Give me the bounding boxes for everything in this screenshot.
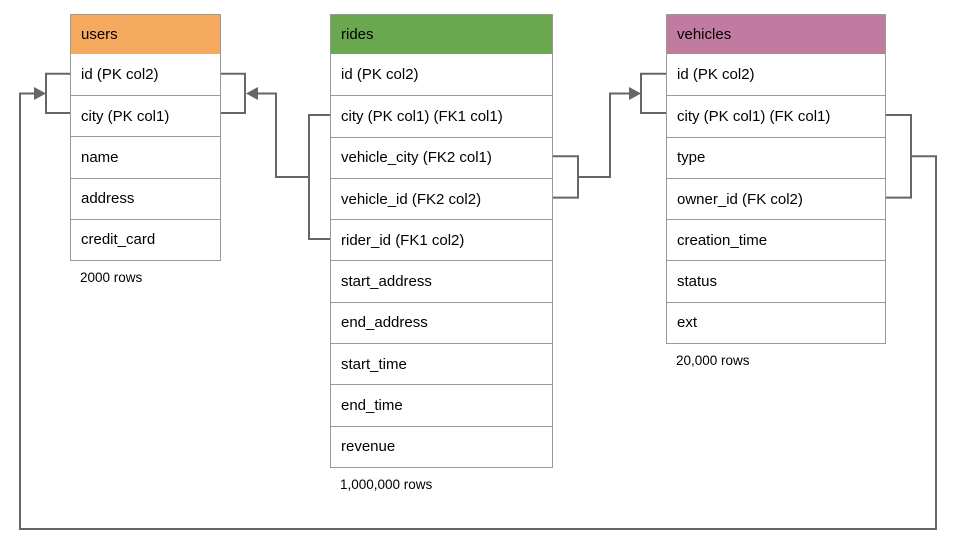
column-row: id (PK col2)	[81, 66, 159, 84]
column-row: id (PK col2)	[677, 66, 755, 84]
column-row: name	[71, 136, 220, 177]
users-table: users id (PK col2) city (PK col1) name a…	[70, 14, 221, 285]
users-left-bracket	[45, 72, 70, 114]
column-row: status	[667, 260, 885, 301]
vehicles-table-header: vehicles	[667, 15, 885, 54]
rides-left-bracket	[308, 114, 330, 240]
users-right-bracket	[221, 72, 246, 114]
row-count-label: 2000 rows	[80, 269, 143, 285]
column-row: owner_id (FK col2)	[667, 177, 885, 219]
rides-right-bracket	[553, 155, 579, 199]
users-table-header: users	[71, 15, 220, 54]
vehicles-left-bracket	[640, 72, 666, 114]
column-row: vehicle_id (FK2 col2)	[331, 177, 552, 219]
column-row: address	[71, 177, 220, 219]
column-row: revenue	[331, 425, 552, 467]
row-count-label: 1,000,000 rows	[340, 476, 433, 492]
arrowhead-icon	[629, 87, 641, 100]
column-row: start_address	[331, 260, 552, 301]
fk-connector-line	[19, 92, 937, 530]
fk2-connector-line	[578, 92, 629, 178]
fk1-connector-line	[258, 92, 309, 178]
column-row: credit_card	[71, 218, 220, 260]
column-row: city (PK col1)	[71, 95, 220, 136]
column-row: vehicle_city (FK2 col1)	[331, 136, 552, 178]
arrowhead-icon	[34, 87, 46, 100]
arrowhead-icon	[246, 87, 258, 100]
column-row: city (PK col1) (FK1 col1)	[331, 95, 552, 136]
column-row: start_time	[331, 343, 552, 384]
column-row: creation_time	[667, 219, 885, 260]
row-count-label: 20,000 rows	[676, 353, 750, 369]
fk1-connector-rides-to-users	[221, 72, 330, 240]
column-row: end_time	[331, 384, 552, 425]
vehicles-table: vehicles id (PK col2) city (PK col1) (FK…	[666, 14, 886, 368]
vehicles-right-bracket	[886, 114, 912, 199]
column-row: rider_id (FK1 col2)	[331, 219, 552, 260]
fk2-connector-rides-to-vehicles	[553, 72, 666, 199]
fk-connector-vehicles-to-users	[19, 72, 937, 530]
column-row: id (PK col2)	[341, 66, 419, 84]
column-row: type	[667, 136, 885, 178]
column-row: city (PK col1) (FK col1)	[667, 95, 885, 136]
rides-table-header: rides	[331, 15, 552, 54]
column-row: ext	[667, 301, 885, 343]
column-row: end_address	[331, 301, 552, 343]
rides-table: rides id (PK col2) city (PK col1) (FK1 c…	[330, 14, 553, 492]
